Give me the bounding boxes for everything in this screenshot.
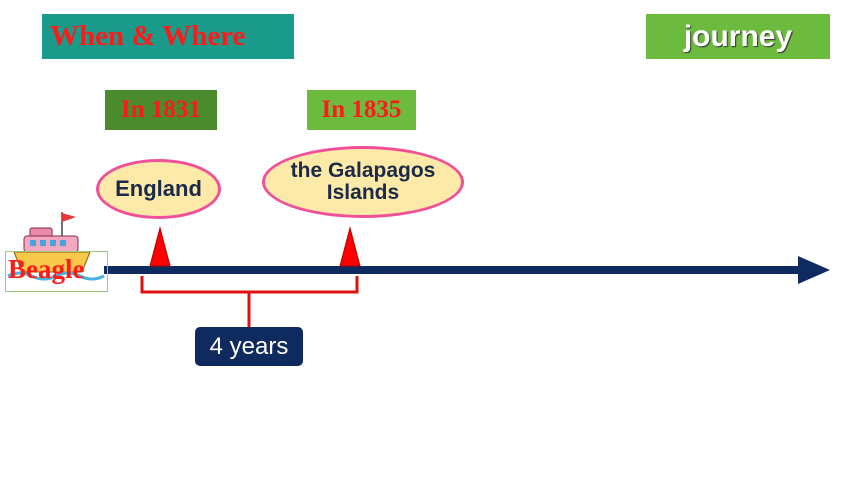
- place-ellipse-galapagos: the Galapagos Islands: [262, 146, 464, 218]
- marker-1835: [339, 226, 361, 267]
- timeline-arrowhead: [798, 256, 830, 284]
- journey-text: journey: [683, 19, 793, 53]
- place-label-galapagos-line1: the Galapagos: [290, 159, 436, 182]
- duration-bracket: [140, 276, 359, 294]
- year-box-1831: In 1831: [105, 90, 217, 130]
- year-label-1835: In 1835: [321, 96, 402, 123]
- duration-box: 4 years: [195, 327, 303, 366]
- place-ellipse-england: England: [96, 159, 221, 219]
- title-text: When & Where: [50, 20, 246, 52]
- place-label-galapagos: the Galapagos Islands: [291, 160, 436, 204]
- place-label-england: England: [115, 176, 202, 201]
- marker-1831: [149, 226, 171, 267]
- ship-label: Beagle: [8, 254, 85, 284]
- journey-tag: journey: [646, 14, 830, 59]
- place-label-galapagos-line2: Islands: [326, 181, 400, 204]
- ship-icon: [7, 212, 105, 281]
- duration-label: 4 years: [209, 332, 289, 360]
- title-banner: When & Where: [42, 14, 294, 59]
- ship-frame: [5, 251, 108, 292]
- year-label-1831: In 1831: [121, 96, 201, 123]
- year-box-1835: In 1835: [307, 90, 416, 130]
